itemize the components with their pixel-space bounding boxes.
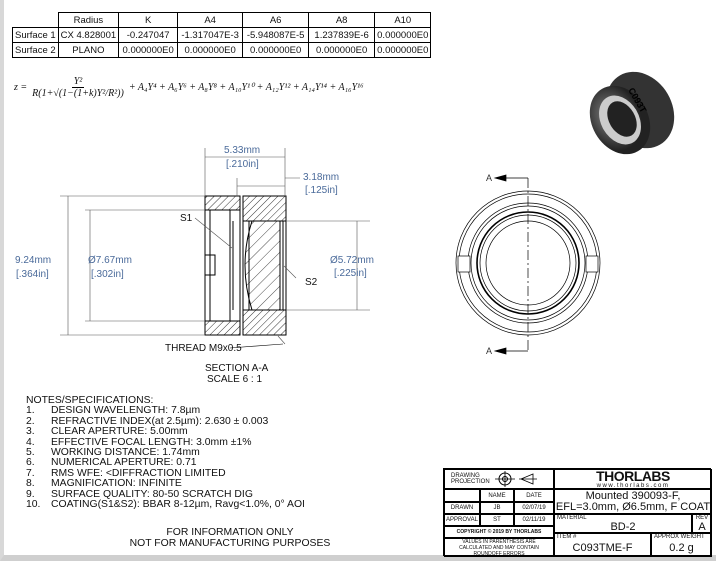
note-text: REFRACTIVE INDEX(at 2.5µm): 2.630 ± 0.00… xyxy=(51,415,269,427)
svg-text:SCALE 6 : 1: SCALE 6 : 1 xyxy=(207,374,262,385)
housing-wall-top xyxy=(242,195,287,222)
note-number: 6. xyxy=(26,457,35,469)
disclaimer: FOR INFORMATION ONLY NOT FOR MANUFACTURI… xyxy=(129,527,331,549)
rev-cell: REV A xyxy=(692,514,712,533)
note-item: 8. MAGNIFICATION: INFINITE xyxy=(26,478,305,490)
note-item: 2. REFRACTIVE INDEX(at 2.5µm): 2.630 ± 0.… xyxy=(26,415,305,427)
note-number: 7. xyxy=(26,467,35,479)
formula-fraction: Y² R(1+√(1−(1+k)Y²/R²)) xyxy=(32,76,124,99)
asphere-formula: z = Y² R(1+√(1−(1+k)Y²/R²)) + A₄Y⁴ + A₆Y… xyxy=(14,76,364,99)
front-view: A A xyxy=(455,173,601,356)
note-text: MAGNIFICATION: INFINITE xyxy=(51,478,182,490)
svg-text:3.18mm: 3.18mm xyxy=(303,172,339,183)
note-number: 10. xyxy=(26,499,41,511)
svg-text:[.225in]: [.225in] xyxy=(334,268,367,279)
material-cell: MATERIAL BD-2 xyxy=(554,514,692,533)
product-photo: C093T xyxy=(589,71,675,155)
notes-title: NOTES/SPECIFICATIONS: xyxy=(26,395,154,406)
note-text: SURFACE QUALITY: 80-50 SCRATCH DIG xyxy=(51,488,253,500)
note-text: CLEAR APERTURE: 5.00mm xyxy=(51,426,188,438)
svg-text:Ø7.67mm: Ø7.67mm xyxy=(88,255,132,266)
note-item: 4. EFFECTIVE FOCAL LENGTH: 3.0mm ±1% xyxy=(26,436,305,448)
lens-element xyxy=(244,220,281,311)
retainer-wall-top xyxy=(204,195,241,211)
svg-text:A: A xyxy=(486,346,492,356)
note-number: 8. xyxy=(26,478,35,490)
svg-text:SECTION A-A: SECTION A-A xyxy=(205,363,269,374)
svg-text:5.33mm: 5.33mm xyxy=(224,145,260,156)
notes-list: 1. DESIGN WAVELENGTH: 7.8µm 2. REFRACTIVE I… xyxy=(26,405,305,511)
svg-text:S2: S2 xyxy=(305,277,318,288)
svg-text:Ø5.72mm: Ø5.72mm xyxy=(330,255,374,266)
svg-text:9.24mm: 9.24mm xyxy=(15,255,51,266)
note-item: 10. COATING(S1&S2): BBAR 8-12µm, Ravg<1.0… xyxy=(26,499,305,511)
svg-text:[.125in]: [.125in] xyxy=(305,185,338,196)
note-item: 6. NUMERICAL APERTURE: 0.71 xyxy=(26,457,305,469)
note-number: 4. xyxy=(26,436,35,448)
thorlabs-logo: THORLABS www.thorlabs.com xyxy=(554,469,712,489)
note-item: 5. WORKING DISTANCE: 1.74mm xyxy=(26,447,305,459)
note-number: 1. xyxy=(26,405,35,417)
note-item: 9. SURFACE QUALITY: 80-50 SCRATCH DIG xyxy=(26,488,305,500)
weight-cell: APPROX WEIGHT 0.2 g xyxy=(651,533,712,557)
note-number: 9. xyxy=(26,488,35,500)
lens-edges xyxy=(242,221,287,310)
dimension-lines xyxy=(60,148,370,345)
note-number: 5. xyxy=(26,447,35,459)
svg-text:A: A xyxy=(486,173,492,183)
note-text: WORKING DISTANCE: 1.74mm xyxy=(51,447,200,459)
blank-cell xyxy=(444,489,480,502)
note-text: RMS WFE: <DIFFRACTION LIMITED xyxy=(51,467,226,479)
svg-text:[.210in]: [.210in] xyxy=(226,159,259,170)
section-arrow-icon xyxy=(493,174,507,355)
drawing-projection: DRAWING PROJECTION xyxy=(444,469,554,489)
svg-text:THREAD M9x0.5: THREAD M9x0.5 xyxy=(165,343,242,354)
retainer-edges xyxy=(204,210,241,335)
item-cell: ITEM # C093TME-F xyxy=(554,533,651,557)
note-item: 3. CLEAR APERTURE: 5.00mm xyxy=(26,426,305,438)
notes-specifications: NOTES/SPECIFICATIONS: 1. DESIGN WAVELENGT… xyxy=(26,395,305,511)
housing-wall-bottom xyxy=(242,309,287,336)
note-item: 7. RMS WFE: <DIFFRACTION LIMITED xyxy=(26,467,305,479)
note-number: 2. xyxy=(26,415,35,427)
note-number: 3. xyxy=(26,426,35,438)
projection-symbol-icon xyxy=(495,471,537,487)
svg-text:[.364in]: [.364in] xyxy=(16,269,49,280)
note-text: DESIGN WAVELENGTH: 7.8µm xyxy=(51,405,201,417)
svg-text:[.302in]: [.302in] xyxy=(91,269,124,280)
title-block: DRAWING PROJECTION NAME DATE DRAWN JB 02… xyxy=(443,468,712,557)
slot-left xyxy=(457,255,471,273)
svg-text:S1: S1 xyxy=(180,213,193,224)
note-text: EFFECTIVE FOCAL LENGTH: 3.0mm ±1% xyxy=(51,436,252,448)
slot-right xyxy=(585,255,599,273)
note-item: 1. DESIGN WAVELENGTH: 7.8µm xyxy=(26,405,305,417)
section-view: 5.33mm [.210in] 3.18mm [.125in] 9.24mm [… xyxy=(15,145,374,385)
retainer-wall-bottom xyxy=(204,320,241,336)
note-text: COATING(S1&S2): BBAR 8-12µm, Ravg<1.0%, … xyxy=(51,499,305,511)
part-description: Mounted 390093-F, EFL=3.0mm, Ø6.5mm, F C… xyxy=(554,489,712,514)
note-text: NUMERICAL APERTURE: 0.71 xyxy=(51,457,197,469)
